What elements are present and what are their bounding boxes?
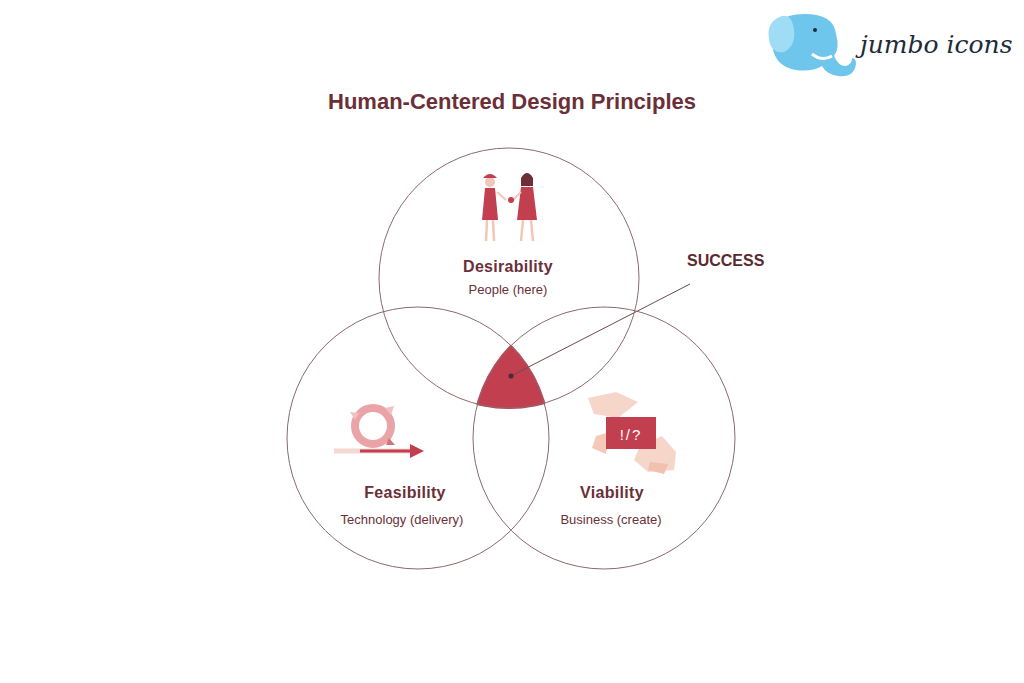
- circle-subtitle: Business (create): [560, 512, 661, 527]
- leader-line: [511, 284, 690, 376]
- circle-subtitle: Technology (delivery): [341, 512, 464, 527]
- success-region: [378, 147, 640, 409]
- elephant-logo: [769, 14, 857, 76]
- venn-circle: FeasibilityTechnology (delivery): [286, 306, 550, 570]
- logo-wordmark: jumbo icons: [860, 30, 1013, 59]
- circle-heading: Viability: [580, 484, 644, 502]
- venn-circle: DesirabilityPeople (here): [378, 147, 640, 409]
- diagram-title: Human-Centered Design Principles: [328, 89, 696, 115]
- circle-outline: [286, 306, 550, 570]
- success-label: SUCCESS: [687, 252, 764, 270]
- circle-outline: [472, 306, 736, 570]
- circle-heading: Feasibility: [364, 484, 446, 502]
- circle-subtitle: People (here): [469, 282, 548, 297]
- people-icon: [482, 173, 537, 241]
- circle-outline: [378, 147, 640, 409]
- cycle-icon: [334, 406, 424, 458]
- card-symbol: !/?: [620, 426, 643, 443]
- hands-icon: [588, 392, 676, 474]
- leader-dot: [509, 374, 514, 379]
- circle-heading: Desirability: [463, 258, 553, 276]
- venn-circle: ViabilityBusiness (create): [472, 306, 736, 570]
